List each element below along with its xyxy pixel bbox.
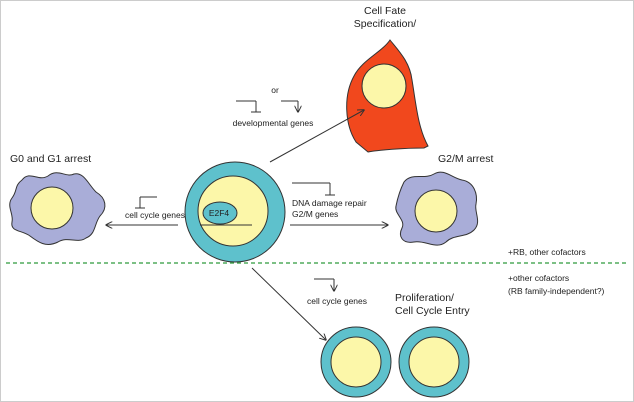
cell-cycle-genes-bottom-label: cell cycle genes bbox=[307, 296, 367, 306]
proliferation-label-1: Proliferation/ bbox=[395, 292, 454, 304]
g2m-arrested-cell bbox=[395, 171, 479, 246]
proliferating-cell-left bbox=[320, 326, 392, 398]
e2f4-label: E2F4 bbox=[209, 208, 230, 218]
cell-cycle-genes-left-repress-symbol bbox=[135, 196, 157, 209]
proliferating-cell-right bbox=[398, 326, 470, 398]
developmental-genes-repress-symbol bbox=[236, 100, 261, 113]
cell-cycle-genes-activate-symbol bbox=[314, 278, 334, 291]
proliferating-cell-left-nucleus bbox=[330, 336, 382, 388]
cell-fate-label-1: Cell Fate bbox=[364, 5, 406, 17]
g2m-genes-label: G2/M genes bbox=[292, 209, 338, 219]
proliferating-cell-right-nucleus bbox=[408, 336, 460, 388]
g0-g1-nucleus bbox=[30, 186, 74, 230]
g0-g1-arrest-label: G0 and G1 arrest bbox=[10, 153, 91, 165]
developmental-genes-activate-symbol bbox=[281, 100, 298, 112]
g0-g1-arrested-cell bbox=[9, 172, 106, 245]
dna-damage-repress-symbol bbox=[292, 182, 335, 196]
e2f4-protein bbox=[202, 201, 238, 225]
proliferation-label-2: Cell Cycle Entry bbox=[395, 305, 470, 317]
g2m-nucleus bbox=[414, 189, 458, 233]
arrow-to-cell-fate bbox=[269, 110, 364, 163]
cell-fate-label-2: Specification/ bbox=[354, 18, 417, 30]
dna-damage-repair-label: DNA damage repair bbox=[292, 198, 367, 208]
or-label: or bbox=[271, 85, 279, 95]
arrow-to-proliferation bbox=[251, 267, 326, 340]
cell-fate-nucleus bbox=[361, 63, 407, 109]
central-cell bbox=[184, 161, 286, 263]
rb-other-cofactors-label: +RB, other cofactors bbox=[508, 247, 586, 257]
rb-family-independent-label: (RB family-independent?) bbox=[508, 286, 605, 296]
g2m-arrest-label: G2/M arrest bbox=[438, 153, 494, 165]
cell-fate-cell bbox=[346, 39, 429, 153]
other-cofactors-label: +other cofactors bbox=[508, 273, 569, 283]
developmental-genes-label: developmental genes bbox=[233, 118, 314, 128]
cell-cycle-genes-left-label: cell cycle genes bbox=[125, 210, 185, 220]
